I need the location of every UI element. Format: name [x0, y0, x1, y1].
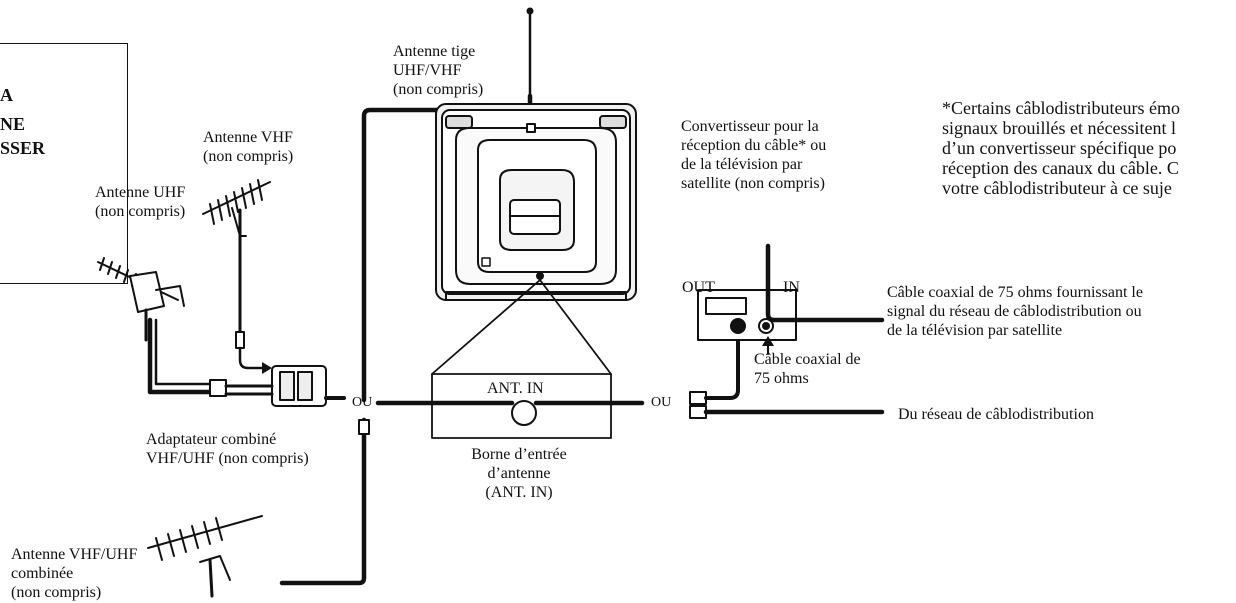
vhf-uhf-antenna-icon: [147, 515, 263, 598]
ant-in-label: ANT. IN: [487, 380, 544, 397]
combiner-label: Adaptateur combiné VHF/UHF (non compris): [146, 431, 309, 467]
input-terminal-label: Borne d’entrée d’antenne (ANT. IN): [471, 446, 567, 501]
cable-network-label: Du réseau de câblodistribution: [898, 406, 1094, 423]
combiner-adapter-icon: [209, 365, 346, 407]
coax-75-label: Câble coaxial de 75 ohms: [754, 351, 861, 387]
side-heading-line3: SSER: [0, 138, 46, 158]
television-rear-icon: [435, 103, 637, 301]
ou-right-label: OU: [651, 395, 672, 410]
converter-box-icon: [697, 243, 885, 355]
coax-signal-label: Câble coaxial de 75 ohms fournissant le …: [887, 284, 1143, 339]
ou-left-label: OU: [352, 395, 373, 410]
vhf-antenna-icon: [202, 179, 272, 374]
ant-in-callout: [431, 279, 612, 439]
side-heading-line2: NE: [0, 114, 26, 134]
in-label: IN: [783, 279, 800, 296]
vhf-uhf-antenna-label: Antenne VHF/UHF combinée (non compris): [11, 546, 138, 601]
out-label: OUT: [682, 279, 715, 296]
converter-label: Convertisseur pour la réception du câble…: [681, 118, 827, 192]
rod-antenna-icon: [526, 7, 534, 98]
rod-antenna-label: Antenne tige UHF/VHF (non compris): [393, 43, 484, 98]
footnote-text: *Certains câblodistributeurs émo signaux…: [942, 98, 1180, 198]
right-connectors-icon: [689, 316, 885, 419]
side-heading-box: [0, 43, 128, 284]
side-heading-line1: A: [0, 85, 13, 105]
vhf-antenna-label: Antenne VHF (non compris): [203, 129, 294, 165]
uhf-antenna-label: Antenne UHF (non compris): [95, 184, 186, 220]
uhf-antenna-icon: [97, 257, 215, 395]
